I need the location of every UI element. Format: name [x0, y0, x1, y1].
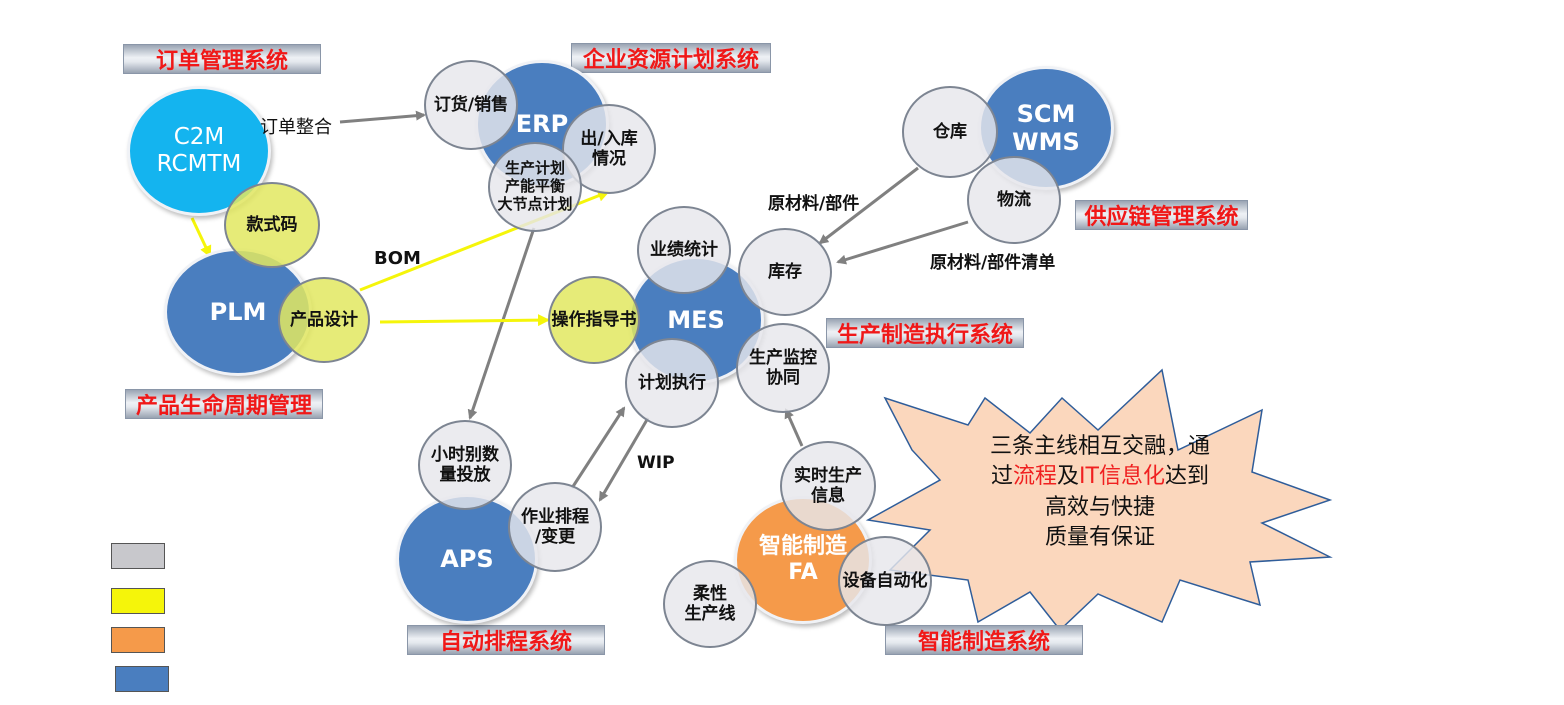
arrow-design-to-instructions [379, 314, 550, 327]
legend-swatch-smart-mfg [111, 627, 165, 653]
banner-aps: 自动排程系统 [407, 625, 605, 655]
legend-label-business-flow: 业务流 [180, 550, 234, 571]
logistics-node: 物流 [967, 156, 1061, 244]
label-raw-parts: 原材料/部件 [768, 194, 860, 214]
summary-line-2-mid: 及 [1057, 464, 1080, 490]
warehouse-node: 仓库 [902, 86, 998, 178]
legend-label-it-system: IT信息系统 [180, 673, 269, 694]
plan-execution-node: 计划执行 [625, 338, 719, 428]
style-code-node: 款式码 [224, 182, 320, 268]
arrow-aps-to-plan [570, 406, 626, 489]
summary-text: 三条主线相互交融，通 过流程及IT信息化达到 高效与快捷 质量有保证 [960, 432, 1240, 553]
summary-line-2-pre: 过 [991, 464, 1014, 490]
arrow-warehouse-to-inventory [818, 166, 919, 245]
legend-label-tech-process: 技术工艺 [180, 595, 252, 616]
arrow-plan-to-aps [598, 417, 650, 502]
performance-stats-node: 业绩统计 [637, 206, 731, 294]
production-plan-node: 生产计划 产能平衡 大节点计划 [488, 142, 582, 232]
hourly-release-node: 小时别数 量投放 [418, 420, 512, 510]
arrow-erp-to-hourly [467, 227, 536, 420]
legend-swatch-it-system [115, 666, 169, 692]
summary-line-2-post: 达到 [1164, 464, 1209, 490]
label-bom: BOM [374, 248, 421, 269]
job-scheduling-node: 作业排程 /变更 [508, 482, 602, 572]
label-raw-parts-list: 原材料/部件清单 [930, 253, 1056, 273]
arrow-logistics-to-inventory [836, 220, 969, 265]
banner-smart-mfg: 智能制造系统 [885, 625, 1083, 655]
legend-swatch-business-flow [111, 543, 165, 569]
banner-plm: 产品生命周期管理 [125, 389, 323, 419]
legend-label-smart-mfg: 智能制造 [180, 634, 252, 655]
banner-mes: 生产制造执行系统 [826, 318, 1024, 348]
highlight-process: 流程 [1013, 464, 1058, 490]
production-monitoring-node: 生产监控 协同 [736, 323, 830, 413]
arrow-order-integration [339, 110, 426, 124]
summary-line-2: 过流程及IT信息化达到 [960, 462, 1240, 492]
banner-scm: 供应链管理系统 [1075, 200, 1248, 230]
banner-order-management: 订单管理系统 [123, 44, 321, 74]
operation-instructions-node: 操作指导书 [548, 276, 640, 364]
product-design-node: 产品设计 [278, 277, 370, 363]
summary-line-1: 三条主线相互交融，通 [989, 434, 1210, 459]
highlight-it: IT信息化 [1079, 464, 1165, 490]
legend-swatch-tech-process [111, 588, 165, 614]
arrow-realtime-to-monitor [784, 408, 804, 447]
in-out-stock-node: 出/入库 情况 [562, 104, 656, 194]
order-sales-node: 订货/销售 [424, 60, 518, 150]
inventory-node: 库存 [738, 228, 832, 316]
label-order-integration: 订单整合 [260, 117, 332, 138]
summary-line-3: 高效与快捷 [1044, 494, 1155, 520]
arrow-c2m-to-plm [190, 217, 212, 258]
equipment-automation-node: 设备自动化 [838, 536, 932, 626]
realtime-production-info-node: 实时生产 信息 [780, 441, 876, 531]
label-wip: WIP [637, 453, 675, 473]
banner-erp: 企业资源计划系统 [571, 43, 771, 73]
flexible-line-node: 柔性 生产线 [663, 560, 757, 648]
summary-line-4: 质量有保证 [1044, 525, 1155, 551]
